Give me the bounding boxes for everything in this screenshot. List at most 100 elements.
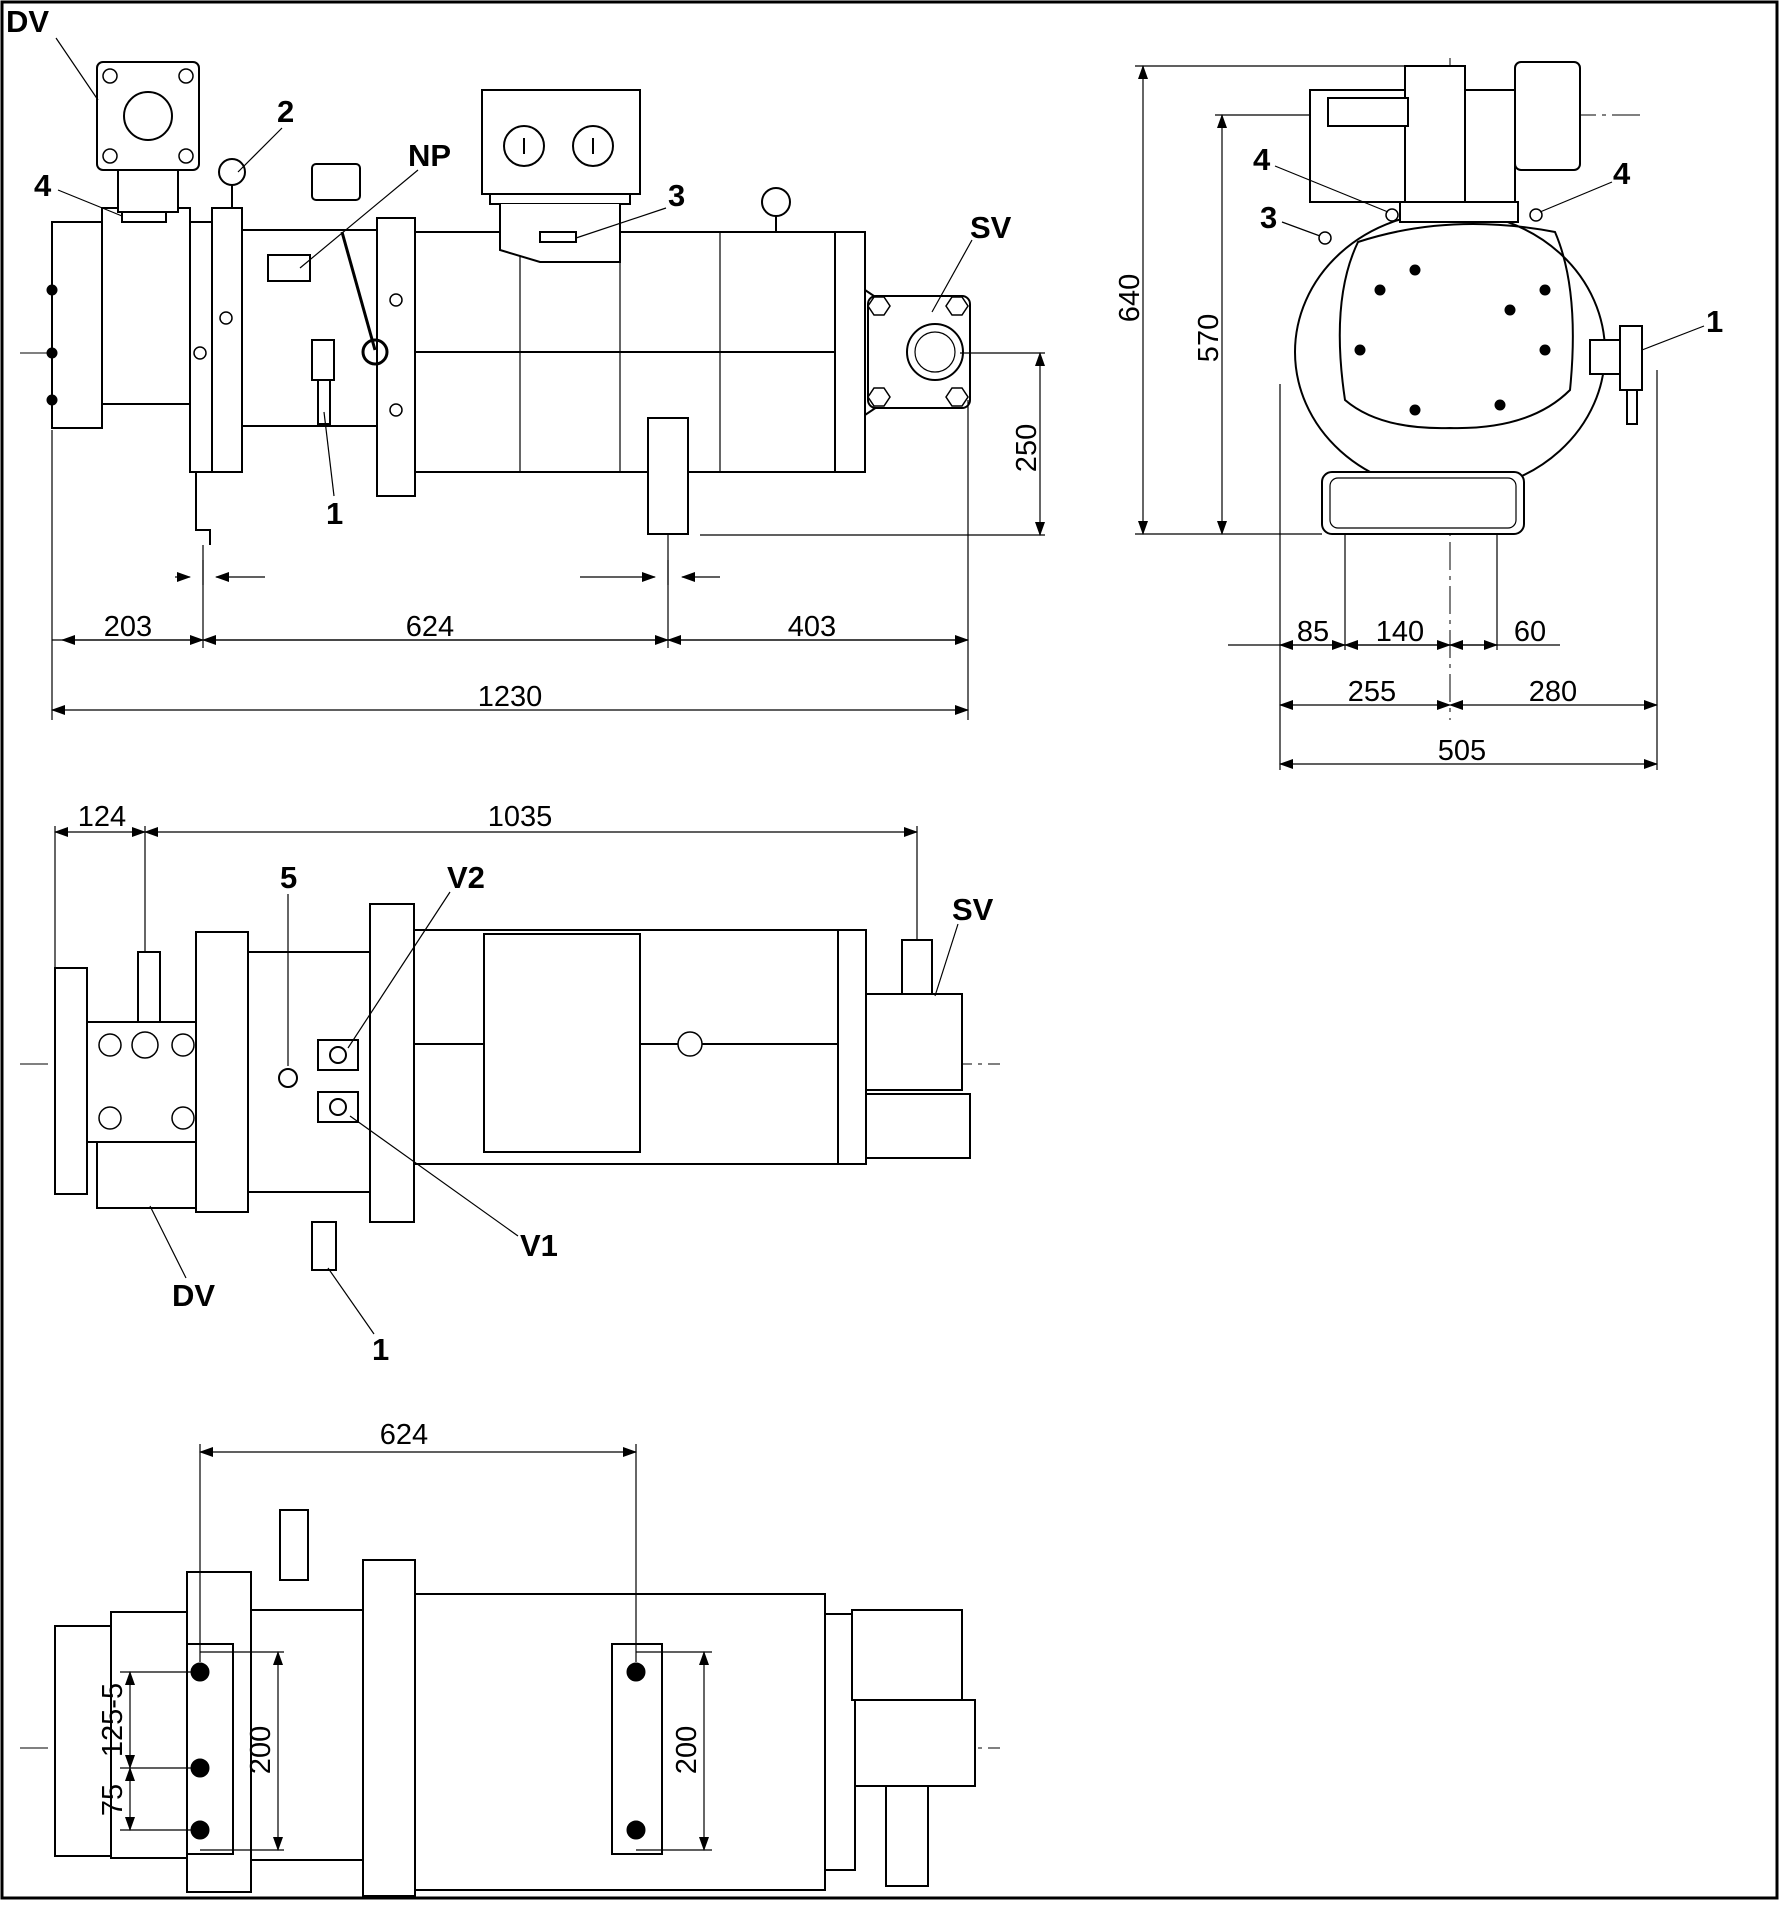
oil-line-fitting bbox=[361, 338, 389, 366]
dv-bolt-3 bbox=[102, 148, 118, 164]
dim-85-text: 85 bbox=[1297, 616, 1329, 648]
connection-5 bbox=[278, 1068, 298, 1088]
top-main-flange bbox=[369, 903, 415, 1223]
bottom-main-flange bbox=[362, 1559, 416, 1897]
bottom-discharge-cover bbox=[54, 1625, 112, 1857]
top-label-dv: DV bbox=[172, 1278, 215, 1313]
side-leader-3 bbox=[1281, 221, 1321, 237]
dim-280-text: 280 bbox=[1529, 676, 1577, 708]
side-valve-1 bbox=[1589, 339, 1621, 375]
leader-4 bbox=[57, 189, 123, 217]
label-2: 2 bbox=[277, 94, 294, 129]
oil-drain-fitting bbox=[647, 417, 689, 535]
main-flange bbox=[376, 217, 416, 497]
side-rotor-outline bbox=[1338, 223, 1574, 430]
label-np: NP bbox=[408, 138, 451, 173]
top-label-5: 5 bbox=[280, 860, 297, 895]
top-leader-1 bbox=[327, 1267, 375, 1335]
dim-250-text: 250 bbox=[1011, 424, 1043, 472]
dim-203-text: 203 bbox=[104, 611, 152, 643]
support-bracket bbox=[195, 472, 211, 545]
leader-3 bbox=[575, 207, 667, 239]
discharge-pipe bbox=[117, 169, 179, 213]
dim-75-text: 75 bbox=[97, 1784, 129, 1816]
main-flange-bolt-2 bbox=[389, 403, 403, 417]
top-bearing-housing bbox=[247, 951, 371, 1193]
bottom-suction-body bbox=[854, 1699, 976, 1787]
side-bolt-4 bbox=[1539, 284, 1551, 296]
top-dv-bolt-4 bbox=[98, 1106, 122, 1130]
discharge-port bbox=[123, 91, 173, 141]
valve-v2-knob bbox=[329, 1046, 347, 1064]
dim-bottom-624-text: 624 bbox=[380, 1419, 428, 1451]
top-label-sv: SV bbox=[952, 892, 994, 927]
side-label-1: 1 bbox=[1706, 304, 1723, 339]
sv-bolt-2 bbox=[945, 296, 969, 316]
side-leader-4-left bbox=[1274, 165, 1389, 213]
flange-bolt-2 bbox=[219, 311, 233, 325]
top-discharge-valve bbox=[96, 1141, 200, 1209]
service-valve-1-stem bbox=[317, 379, 331, 425]
side-valve-1-body bbox=[1619, 325, 1643, 391]
side-top-base bbox=[1399, 201, 1519, 223]
top-leader-dv bbox=[149, 1205, 187, 1279]
label-4: 4 bbox=[34, 168, 52, 203]
label-sv: SV bbox=[970, 210, 1012, 245]
suction-valve-flange bbox=[867, 295, 971, 409]
top-service-valve-1 bbox=[311, 1221, 337, 1271]
label-3: 3 bbox=[668, 178, 685, 213]
leader-dv bbox=[55, 37, 99, 101]
foot-hole-5 bbox=[626, 1820, 646, 1840]
sv-bolt-1 bbox=[867, 296, 891, 316]
bottom-view: 624 125-5 75 200 200 bbox=[20, 1419, 1000, 1897]
dim-1230-text: 1230 bbox=[478, 681, 543, 713]
top-leader-v1 bbox=[349, 1115, 519, 1237]
side-valve-4-right bbox=[1529, 208, 1543, 222]
suction-flange bbox=[834, 231, 866, 473]
flange-b bbox=[211, 207, 243, 473]
discharge-housing bbox=[101, 207, 191, 405]
valve-v1-knob bbox=[329, 1098, 347, 1116]
service-valve-1 bbox=[311, 339, 335, 381]
top-dv-bolt-5 bbox=[171, 1106, 195, 1130]
leader-sv bbox=[931, 239, 973, 313]
dim-200-right-text: 200 bbox=[671, 1726, 703, 1774]
dv-bolt-1 bbox=[102, 68, 118, 84]
flange-bolt-1 bbox=[193, 346, 207, 360]
terminal-gland-2 bbox=[572, 125, 614, 167]
side-base-foot bbox=[1321, 471, 1525, 535]
side-housing bbox=[1294, 211, 1606, 493]
top-view: 124 1035 5 V2 SV V1 DV 1 bbox=[20, 801, 1000, 1367]
top-dv-bolt-2 bbox=[98, 1033, 122, 1057]
top-center-bolt bbox=[677, 1031, 703, 1057]
sv-bolt-4 bbox=[945, 387, 969, 407]
discharge-cover bbox=[51, 221, 103, 429]
side-bolt-3 bbox=[1504, 304, 1516, 316]
valve-3 bbox=[539, 231, 577, 243]
side-bolt-6 bbox=[1494, 399, 1506, 411]
dim-640-text: 640 bbox=[1114, 274, 1146, 322]
bottom-top-valve bbox=[279, 1509, 309, 1581]
top-discharge-stub bbox=[137, 951, 161, 1023]
front-view: 203 624 403 1230 250 DV 2 NP 4 3 SV 1 bbox=[6, 4, 1045, 720]
dim-124-text: 124 bbox=[78, 801, 126, 833]
side-label-4-right: 4 bbox=[1613, 156, 1631, 191]
sv-bolt-3 bbox=[867, 387, 891, 407]
lifting-eye-2 bbox=[218, 158, 246, 186]
dim-403-text: 403 bbox=[788, 611, 836, 643]
dim-1035-text: 1035 bbox=[488, 801, 553, 833]
label-1: 1 bbox=[326, 496, 343, 531]
lifting-eye-main bbox=[761, 187, 791, 217]
top-terminal-box bbox=[483, 933, 641, 1153]
side-top-stub bbox=[1327, 97, 1409, 127]
discharge-valve-flange bbox=[96, 61, 200, 171]
name-plate bbox=[267, 254, 311, 282]
leader-np bbox=[299, 169, 419, 269]
valve-v2 bbox=[317, 1039, 359, 1071]
side-bolt-7 bbox=[1409, 404, 1421, 416]
cover-bolt-2 bbox=[46, 347, 58, 359]
top-discharge-cover bbox=[54, 967, 88, 1195]
terminal-box bbox=[481, 89, 641, 195]
bottom-suction-flange bbox=[824, 1613, 856, 1871]
